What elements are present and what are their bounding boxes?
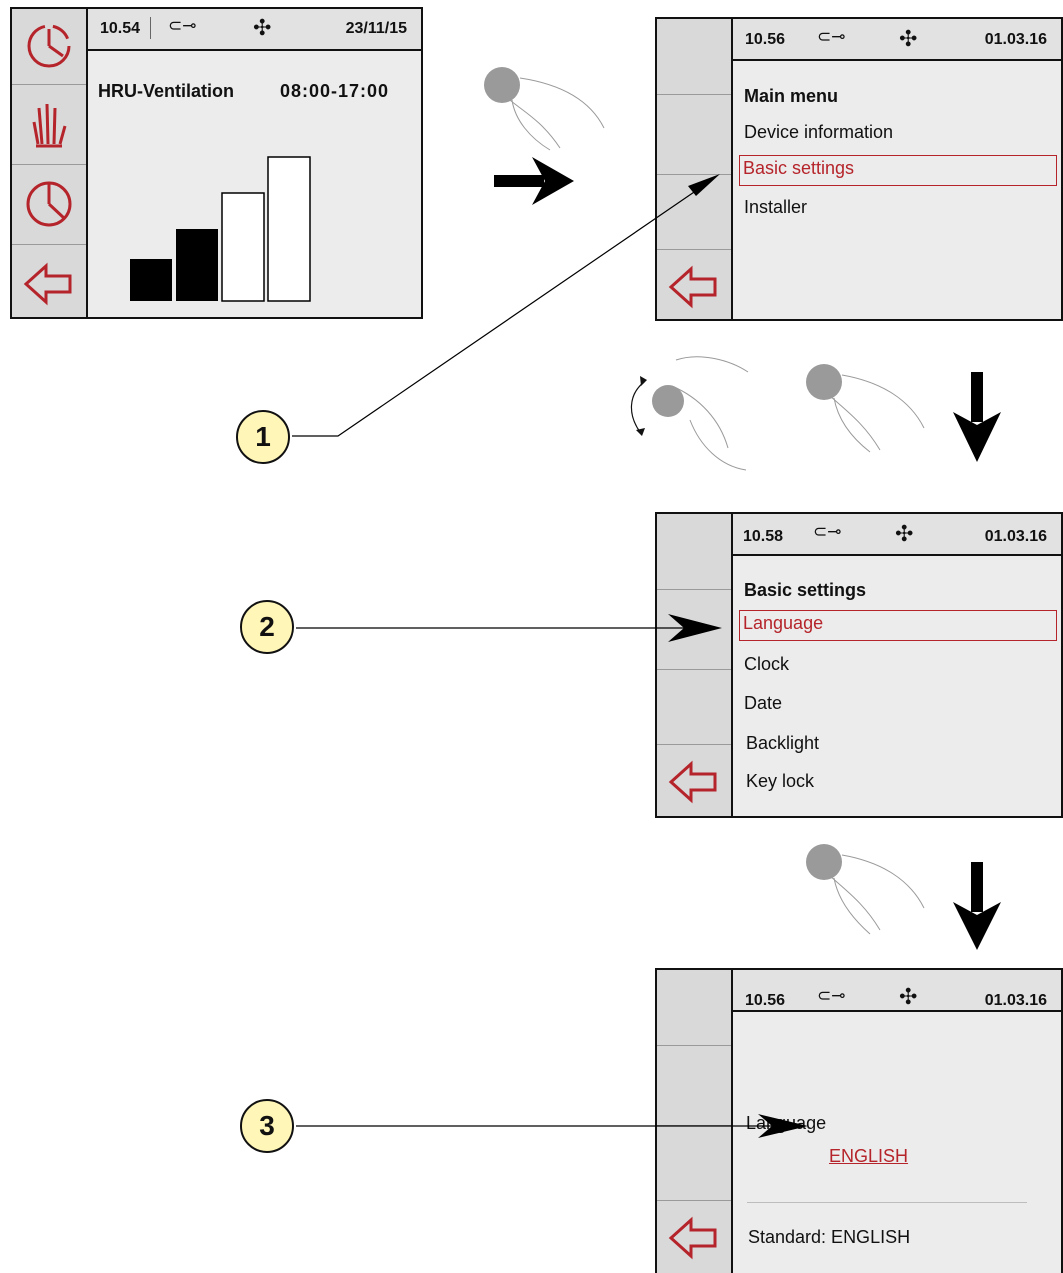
date: 01.03.16	[984, 528, 1047, 545]
screen-language: 10.56 ⊂⊸ ✣ 01.03.16 Language ENGLISH Sta…	[655, 968, 1063, 1273]
level-bar-2	[176, 229, 218, 301]
fan-icon: ✣	[253, 15, 272, 40]
timer-button[interactable]	[12, 9, 86, 85]
screen-home: 10.54 ⊂⊸ ✣ 23/11/15 HRU-Ventilation 08:0…	[10, 7, 423, 319]
fan-level-bars	[130, 156, 311, 302]
key-icon: ⊂⊸	[168, 16, 197, 35]
flow-arrow-down-1	[953, 372, 1001, 462]
callout-line-1	[292, 174, 720, 437]
mode-title: HRU-Ventilation	[98, 81, 235, 101]
finger-press-icon	[806, 844, 925, 935]
status-bar: 10.54 ⊂⊸ ✣ 23/11/15	[88, 9, 421, 51]
language-value[interactable]: ENGLISH	[829, 1146, 909, 1166]
status-bar: 10.58 ⊂⊸ ✣ 01.03.16	[733, 514, 1061, 556]
back-button[interactable]	[12, 244, 86, 317]
knob-rotate-icon	[630, 356, 749, 471]
standard-language: Standard: ENGLISH	[748, 1227, 911, 1247]
date: 01.03.16	[984, 992, 1047, 1009]
menu-item-date[interactable]: Date	[744, 693, 783, 713]
manual-button[interactable]	[12, 84, 86, 165]
status-bar: 10.56 ⊂⊸ ✣ 01.03.16	[733, 19, 1061, 61]
menu-item-device-information[interactable]: Device information	[744, 122, 894, 142]
menu-item-language[interactable]: Language	[739, 610, 1057, 641]
screen-main-menu: 10.56 ⊂⊸ ✣ 01.03.16 Main menu Device inf…	[655, 17, 1063, 321]
key-icon: ⊂⊸	[813, 522, 842, 541]
key-icon: ⊂⊸	[817, 27, 846, 46]
fan-icon: ✣	[899, 984, 918, 1009]
level-bar-3	[221, 192, 265, 302]
callout-line-2	[296, 614, 722, 642]
timer-icon	[27, 24, 71, 68]
pie-clock-icon	[26, 181, 72, 227]
menu-item-clock[interactable]: Clock	[744, 654, 790, 674]
back-arrow-icon	[23, 262, 72, 306]
divider	[747, 1202, 1027, 1203]
finger-press-icon	[484, 67, 605, 151]
flow-arrow-right	[494, 157, 574, 205]
menu-item-basic-settings[interactable]: Basic settings	[739, 155, 1057, 186]
menu-item-backlight[interactable]: Backlight	[746, 733, 820, 753]
side-panel	[657, 970, 733, 1273]
screen-basic-settings: 10.58 ⊂⊸ ✣ 01.03.16 Basic settings Langu…	[655, 512, 1063, 818]
callout-1: 1	[236, 410, 290, 464]
back-arrow-icon	[668, 1216, 717, 1260]
schedule: 08:00-17:00	[280, 81, 390, 101]
clock-time: 10.58	[743, 528, 784, 545]
level-bar-4	[267, 156, 311, 302]
side-panel	[657, 19, 733, 319]
back-arrow-icon	[668, 760, 717, 804]
finger-press-icon	[806, 364, 925, 453]
level-bar-1	[130, 259, 172, 301]
side-panel	[12, 9, 88, 317]
menu-title: Basic settings	[744, 580, 867, 600]
back-button[interactable]	[657, 744, 731, 816]
status-bar: 10.56 ⊂⊸ ✣ 01.03.16	[733, 970, 1061, 1012]
callout-3: 3	[240, 1099, 294, 1153]
clock-time: 10.56	[745, 992, 786, 1009]
fan-icon: ✣	[895, 521, 914, 546]
program-button[interactable]	[12, 164, 86, 245]
back-button[interactable]	[657, 1200, 731, 1273]
date: 01.03.16	[984, 31, 1047, 48]
clock-time: 10.54	[100, 20, 141, 37]
fan-icon: ✣	[899, 26, 918, 51]
menu-item-key-lock[interactable]: Key lock	[746, 771, 815, 791]
menu-title: Main menu	[744, 86, 839, 106]
clock-time: 10.56	[745, 31, 786, 48]
hand-icon	[32, 103, 67, 148]
flow-arrow-down-2	[953, 862, 1001, 950]
callout-line-3	[296, 1114, 808, 1138]
date: 23/11/15	[345, 20, 407, 37]
callout-2: 2	[240, 600, 294, 654]
menu-item-installer[interactable]: Installer	[744, 197, 808, 217]
back-button[interactable]	[657, 249, 731, 319]
key-icon: ⊂⊸	[817, 986, 846, 1005]
side-panel	[657, 514, 733, 816]
back-arrow-icon	[668, 265, 717, 309]
